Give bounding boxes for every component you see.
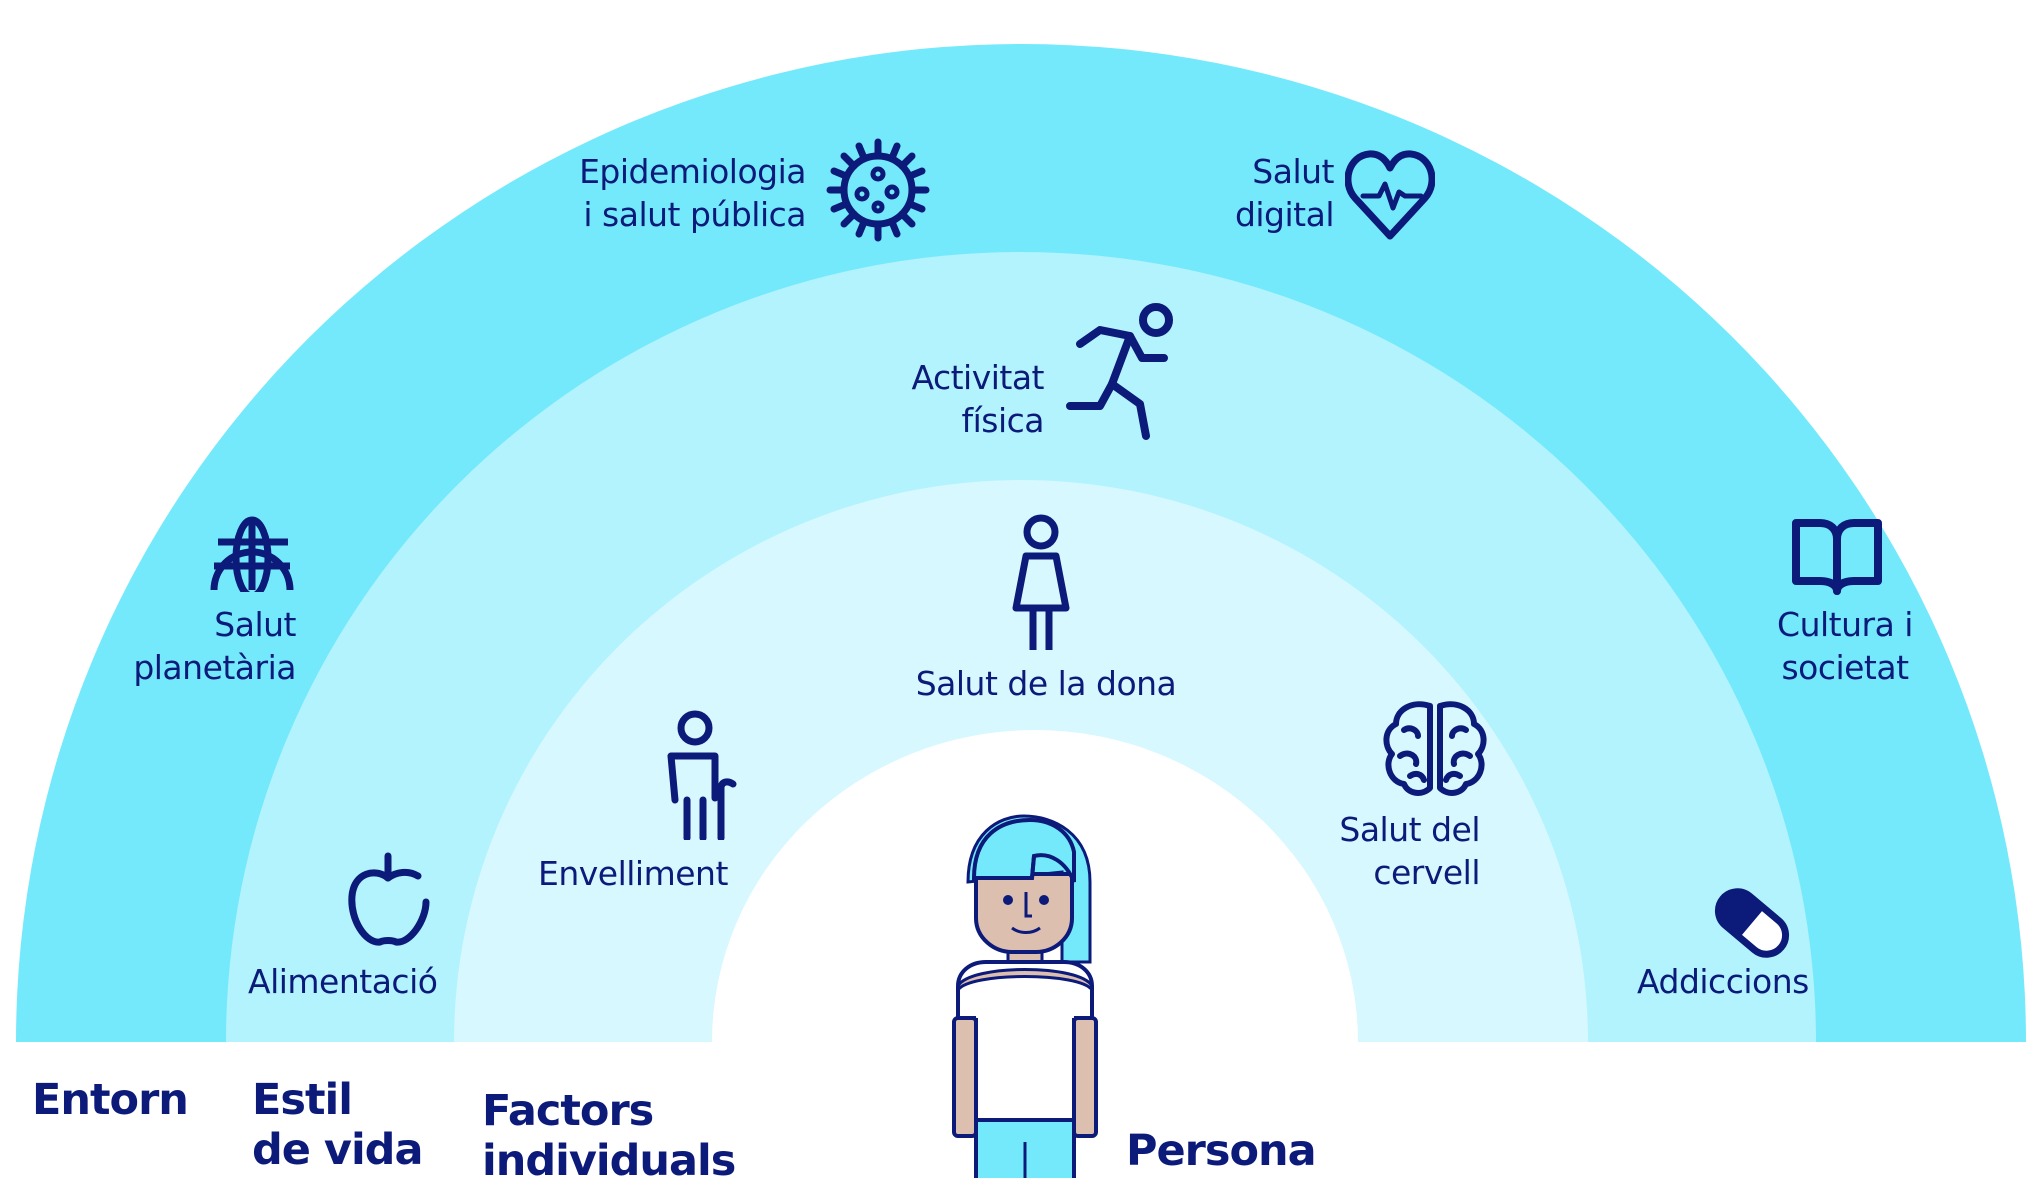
topic-label-salut-planetaria: Salut planetària (133, 605, 296, 687)
woman-icon (1010, 512, 1072, 652)
pill-icon (1706, 878, 1798, 968)
topic-label-epidemiologia: Epidemiologia i salut pública (579, 152, 806, 234)
band-label-estil-de-vida: Estil de vida (252, 1075, 423, 1175)
band-label-persona: Persona (1126, 1126, 1317, 1176)
virus-icon (822, 134, 934, 246)
topic-label-salut-digital: Salut digital (1234, 152, 1335, 234)
apple-icon (346, 850, 430, 948)
band-label-factors-individuals: Factors individuals (482, 1086, 736, 1186)
topic-label-salut-del-cervell: Salut del cervell (1339, 810, 1480, 892)
person-figure-icon (940, 812, 1110, 1178)
band-label-entorn: Entorn (32, 1075, 189, 1125)
globe-icon (206, 514, 298, 592)
topic-label-salut-de-la-dona: Salut de la dona (915, 664, 1177, 703)
topic-label-activitat-fisica: Activitat física (911, 358, 1044, 440)
running-person-icon (1060, 296, 1180, 446)
book-icon (1790, 517, 1884, 597)
elderly-person-icon (665, 708, 737, 840)
topic-label-alimentacio: Alimentació (248, 962, 438, 1001)
topic-label-addiccions: Addiccions (1637, 962, 1809, 1001)
brain-icon (1382, 700, 1488, 798)
topic-label-cultura-i-societat: Cultura i societat (1777, 605, 1913, 687)
topic-label-envelliment: Envelliment (538, 854, 728, 893)
heart-pulse-icon (1345, 148, 1435, 243)
